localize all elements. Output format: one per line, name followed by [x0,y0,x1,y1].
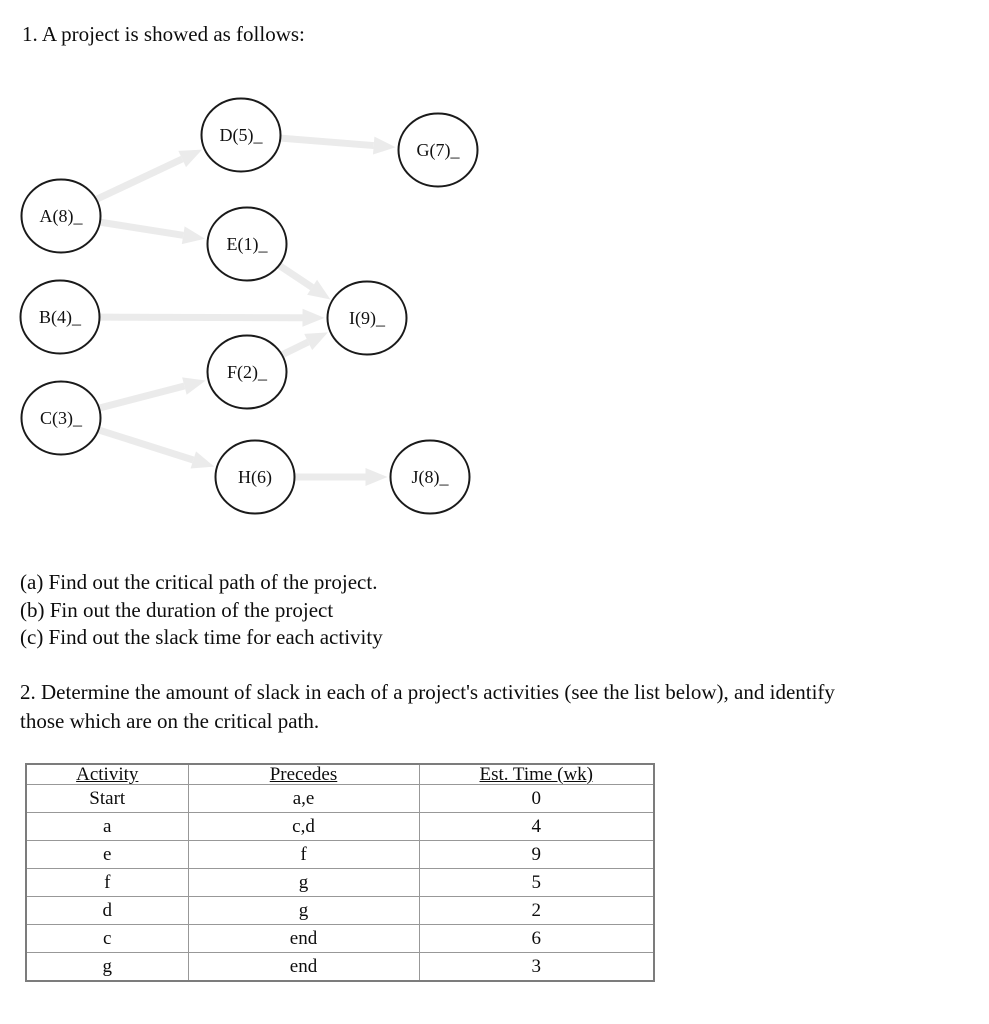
table-cell: 5 [418,867,655,897]
table-cell: 2 [418,895,655,925]
table-cell: 0 [418,784,655,813]
diagram-node-label: H(6) [238,467,272,488]
diagram-node-label: B(4)_ [39,307,82,328]
table-cell: end [187,951,420,982]
diagram-node-F: F(2)_ [206,334,288,410]
diagram-node-I: I(9)_ [326,280,408,356]
question-c: (c) Find out the slack time for each act… [20,625,383,650]
table-cell: g [25,951,189,982]
table-cell: d [25,895,189,925]
diagram-node-label: I(9)_ [349,308,386,329]
table-cell: a [25,811,189,841]
question-list: (a) Find out the critical path of the pr… [20,569,383,652]
diagram-node-C: C(3)_ [20,380,102,456]
diagram-node-H: H(6) [214,439,296,515]
diagram-node-label: A(8)_ [40,206,84,227]
problem-2-text: 2. Determine the amount of slack in each… [20,678,835,735]
table-cell: f [25,867,189,897]
table-header-cell: Est. Time (wk) [418,763,655,785]
diagram-node-label: J(8)_ [412,467,450,488]
diagram-node-label: F(2)_ [227,362,268,383]
table-cell: 9 [418,839,655,869]
diagram-node-label: G(7)_ [417,140,461,161]
question-b: (b) Fin out the duration of the project [20,597,334,622]
problem-2-line-1: 2. Determine the amount of slack in each… [20,680,835,704]
table-header-cell: Precedes [187,763,420,785]
table-cell: g [187,895,420,925]
table-cell: a,e [187,784,420,813]
table-cell: c,d [187,811,420,841]
question-a: (a) Find out the critical path of the pr… [20,570,378,594]
diagram-node-label: C(3)_ [40,408,83,429]
diagram-node-E: E(1)_ [206,206,288,282]
table-cell: 6 [418,923,655,953]
diagram-node-J: J(8)_ [389,439,471,515]
table-cell: e [25,839,189,869]
table-cell: end [187,923,420,953]
table-cell: 3 [418,951,655,982]
table-cell: 4 [418,811,655,841]
table-header-cell: Activity [25,763,189,785]
diagram-node-label: E(1)_ [227,234,269,255]
table-cell: g [187,867,420,897]
table-cell: c [25,923,189,953]
diagram-node-B: B(4)_ [19,279,101,355]
project-network-diagram: A(8)_ B(4)_ C(3)_ D(5)_ E(1)_ F(2)_ G(7)_ H(6) I… [19,97,479,515]
page-title: 1. A project is showed as follows: [22,22,305,46]
diagram-node-D: D(5)_ [200,97,282,173]
diagram-node-G: G(7)_ [397,112,479,188]
table-cell: f [187,839,420,869]
diagram-node-A: A(8)_ [20,178,102,254]
table-cell: Start [25,784,189,813]
problem-2-line-2: those which are on the critical path. [20,708,320,733]
diagram-node-label: D(5)_ [220,125,264,146]
